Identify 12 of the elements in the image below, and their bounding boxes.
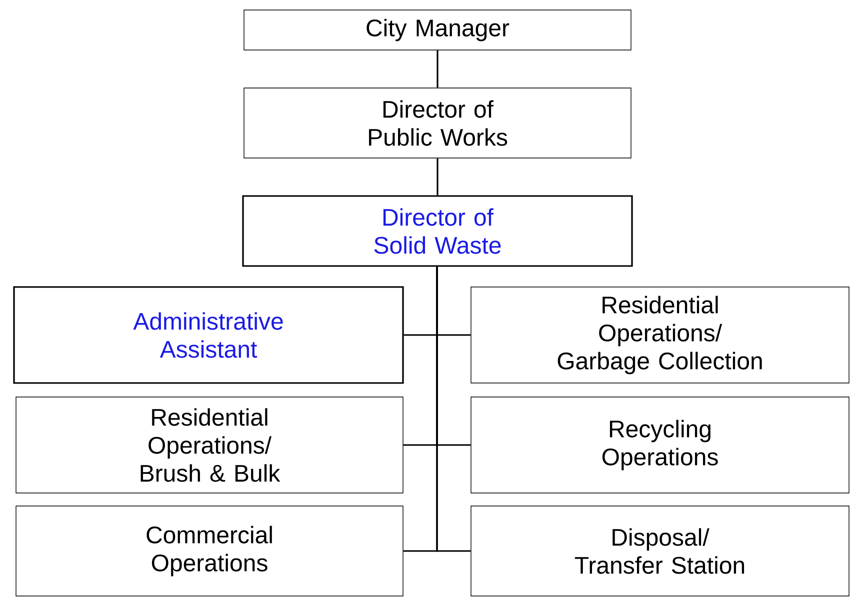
org-box: Commercial Operations	[16, 506, 404, 596]
org-box: Residential Operations/ Garbage Collection	[470, 286, 850, 384]
org-box: Director of Public Works	[244, 88, 632, 158]
org-box: Residential Operations/ Brush & Bulk	[16, 396, 404, 494]
connector-line	[436, 158, 438, 196]
org-box: Recycling Operations	[470, 396, 850, 494]
org-box: Administrative Assistant	[13, 286, 404, 384]
org-box: City Manager	[244, 10, 632, 50]
org-box: Disposal/ Transfer Station	[470, 506, 850, 596]
org-box: Director of Solid Waste	[242, 195, 633, 267]
connector-line	[436, 266, 471, 552]
connector-line	[436, 50, 438, 88]
